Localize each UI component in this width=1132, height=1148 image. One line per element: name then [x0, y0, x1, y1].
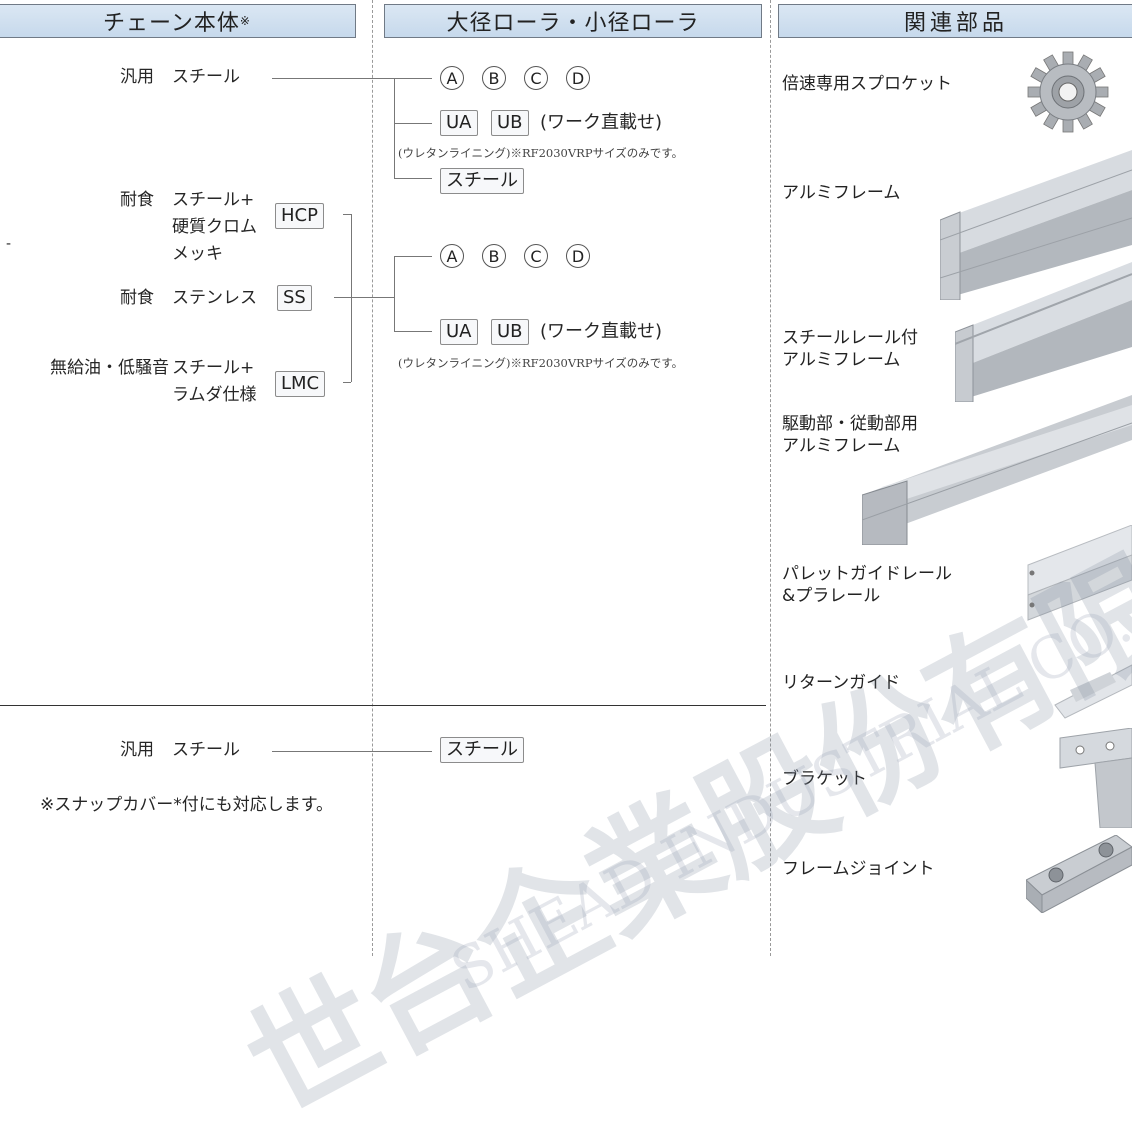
chain-general-type: 汎用	[120, 67, 154, 87]
sprocket-image	[1027, 51, 1109, 133]
part-label-line: 倍速専用スプロケット	[782, 74, 952, 94]
snap-cover-note: ※スナップカバー*付にも対応します。	[40, 795, 334, 815]
chain-general-material: スチール	[172, 67, 240, 87]
roller-circle-b: B	[482, 66, 506, 90]
tree-line	[394, 78, 432, 79]
connector-line	[334, 297, 394, 298]
roller-ub-badge: UB	[491, 319, 529, 345]
part-label-line: &プラレール	[782, 586, 881, 607]
tree-line	[394, 178, 432, 179]
roller-circle-d: D	[566, 244, 590, 268]
bracket-image	[1059, 728, 1132, 828]
drive-frame-image	[862, 395, 1132, 545]
chain-corrosion1-line1: スチール+	[172, 190, 255, 210]
roller-circle-d: D	[566, 66, 590, 90]
part-steel-rail-frame-label: スチールレール付 アルミフレーム	[782, 327, 918, 371]
part-label-line: アルミフレーム	[782, 183, 901, 203]
tree-line	[394, 331, 432, 332]
roller-steel-badge: スチール	[440, 168, 524, 194]
chain-corrosion2-material: ステンレス	[172, 288, 257, 308]
section-divider	[0, 705, 766, 706]
frame-joint-image	[1026, 835, 1132, 913]
bracket-line	[351, 214, 352, 382]
roller-circle-b: B	[482, 244, 506, 268]
connector-line	[272, 751, 432, 752]
part-label-line: 駆動部・従動部用	[782, 414, 918, 434]
chain-corrosion1-line3: メッキ	[172, 244, 223, 264]
part-sprocket-label: 倍速専用スプロケット	[782, 73, 952, 95]
roller-circle-a: A	[440, 244, 464, 268]
column-divider-left	[372, 0, 373, 956]
code-badge-hcp: HCP	[275, 203, 324, 229]
roller-ua-badge: UA	[440, 319, 478, 345]
chain-corrosion1-line2: 硬質クロム	[172, 217, 257, 237]
code-badge-lmc: LMC	[275, 371, 326, 397]
part-label-line: アルミフレーム	[782, 436, 901, 457]
roller-circle-a: A	[440, 66, 464, 90]
part-drive-frame-label: 駆動部・従動部用 アルミフレーム	[782, 413, 918, 457]
header-chain-label: チェーン本体	[103, 11, 240, 36]
roller-note: (ウレタンライニング)※RF2030VRPサイズのみです。	[398, 146, 684, 160]
bracket-line	[343, 214, 351, 215]
tree-line	[394, 256, 395, 331]
header-roller-label: 大径ローラ・小径ローラ	[446, 11, 700, 36]
pallet-guide-rail-image	[1027, 525, 1132, 621]
part-label-line: スチールレール付	[782, 328, 918, 348]
roller-direct-label: (ワーク直載せ)	[540, 321, 663, 342]
code-badge-ss: SS	[277, 285, 312, 311]
part-alumi-frame-label: アルミフレーム	[782, 182, 900, 204]
connector-line	[272, 78, 394, 79]
chain-dash: -	[6, 236, 12, 252]
lower-general-material: スチール	[172, 740, 240, 760]
header-parts: 関連部品	[778, 4, 1132, 38]
part-bracket-label: ブラケット	[782, 768, 867, 790]
lower-roller-steel-badge: スチール	[440, 737, 524, 763]
part-label-line: リターンガイド	[782, 673, 901, 693]
header-chain: チェーン本体※	[0, 4, 356, 38]
return-guide-image	[1054, 664, 1132, 719]
chain-corrosion2-type: 耐食	[120, 288, 154, 308]
bracket-line	[343, 382, 351, 383]
roller-direct-label: (ワーク直載せ)	[540, 112, 663, 133]
roller-circle-c: C	[524, 66, 548, 90]
part-frame-joint-label: フレームジョイント	[782, 858, 935, 880]
part-return-guide-label: リターンガイド	[782, 672, 900, 694]
chain-lmc-type: 無給油・低騒音	[50, 358, 169, 378]
chain-lmc-line2: ラムダ仕様	[172, 385, 257, 405]
chain-corrosion1-type: 耐食	[120, 190, 154, 210]
roller-note: (ウレタンライニング)※RF2030VRPサイズのみです。	[398, 356, 684, 370]
header-parts-label: 関連部品	[903, 11, 1008, 36]
lower-general-type: 汎用	[120, 740, 154, 760]
tree-line	[394, 123, 432, 124]
roller-ua-badge: UA	[440, 110, 478, 136]
tree-line	[394, 256, 432, 257]
part-label-line: パレットガイドレール	[782, 564, 952, 584]
part-label-line: ブラケット	[782, 769, 867, 789]
chain-lmc-line1: スチール+	[172, 358, 255, 378]
tree-line	[394, 78, 395, 178]
header-chain-mark: ※	[239, 14, 251, 28]
roller-circle-c: C	[524, 244, 548, 268]
part-label-line: アルミフレーム	[782, 350, 901, 371]
steel-rail-frame-image	[955, 262, 1132, 402]
alumi-frame-image	[940, 150, 1132, 300]
roller-ub-badge: UB	[491, 110, 529, 136]
part-label-line: フレームジョイント	[782, 859, 935, 879]
header-roller: 大径ローラ・小径ローラ	[384, 4, 762, 38]
column-divider-right	[770, 0, 771, 956]
part-pallet-guide-label: パレットガイドレール &プラレール	[782, 563, 952, 607]
